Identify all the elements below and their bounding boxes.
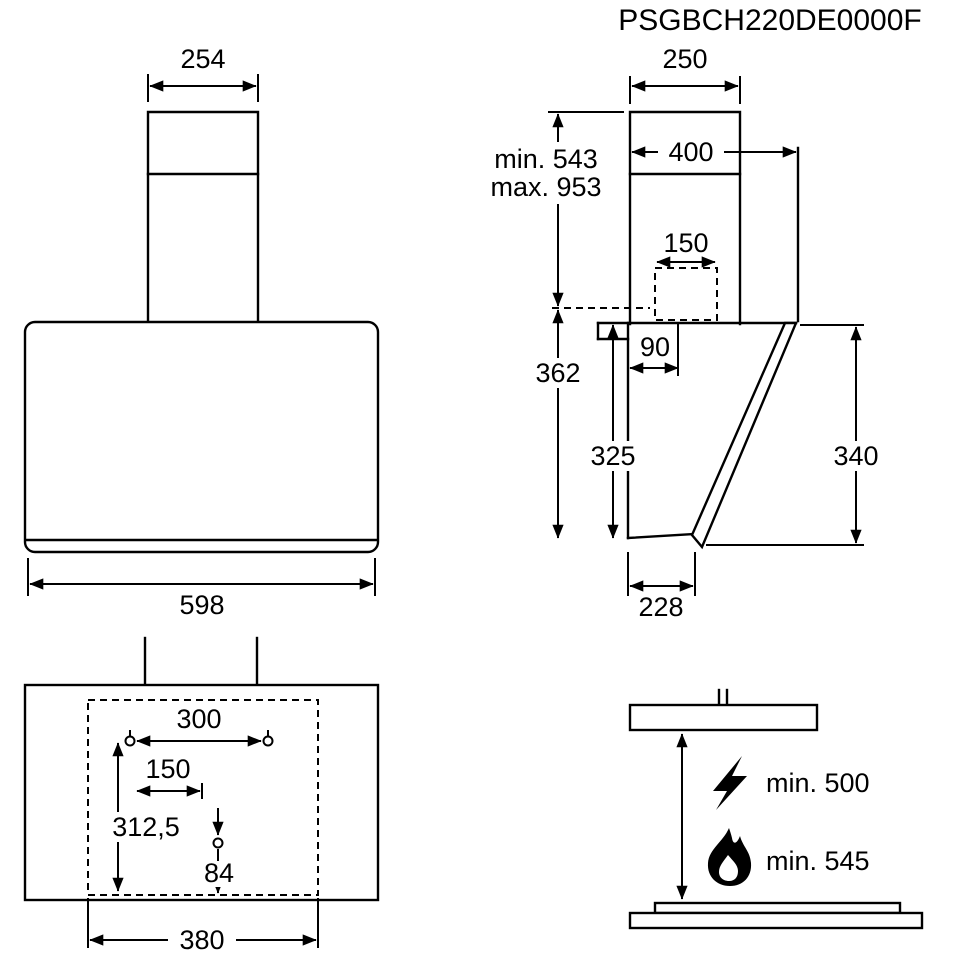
template-view: 300 150 312,5 84 380 bbox=[23, 636, 380, 955]
dim-vertical-spacing: 312,5 bbox=[106, 742, 186, 892]
dim-label-bottom-depth: 228 bbox=[638, 592, 683, 622]
dim-inner-height: 325 bbox=[577, 324, 649, 539]
hood-bottom-panel bbox=[628, 703, 819, 732]
glass-panel bbox=[690, 321, 798, 550]
dim-label-front-height: 340 bbox=[833, 441, 878, 471]
dim-rear-height: 362 bbox=[522, 309, 594, 539]
dim-label-duct-width: 150 bbox=[663, 228, 708, 258]
dim-label-height-max: max. 953 bbox=[490, 172, 601, 202]
dim-label-half-spacing: 150 bbox=[145, 754, 190, 784]
dim-label-rear-height: 362 bbox=[535, 358, 580, 388]
dim-chimney-depth: 250 bbox=[629, 44, 741, 104]
clearance-label-gas: min. 545 bbox=[766, 846, 870, 876]
lightning-bolt-icon bbox=[713, 756, 747, 810]
side-view: 250 400 min. 543 max. 953 150 90 362 bbox=[478, 44, 892, 622]
front-view: 254 598 bbox=[23, 44, 380, 620]
dim-chimney-width: 254 bbox=[147, 44, 259, 102]
dim-top-depth: 400 bbox=[631, 137, 797, 167]
dim-label-upper-holes-spacing: 300 bbox=[176, 704, 221, 734]
dim-template-width: 380 bbox=[87, 898, 319, 955]
dim-lower-hole-offset: 84 bbox=[203, 808, 235, 894]
dim-half-spacing: 150 bbox=[136, 754, 201, 797]
dim-label-lower-hole-offset: 84 bbox=[204, 858, 234, 888]
chimney-outline bbox=[146, 110, 260, 326]
cooktop-base bbox=[628, 911, 924, 930]
drill-template-outline bbox=[87, 699, 319, 896]
lower-hole-icon bbox=[212, 837, 224, 849]
dim-label-chimney-depth: 250 bbox=[662, 44, 707, 74]
dim-label-duct-offset: 90 bbox=[640, 332, 670, 362]
model-number: PSGBCH220DE0000F bbox=[618, 4, 922, 37]
label-background bbox=[577, 441, 649, 471]
label-background bbox=[478, 142, 614, 204]
keyhole-right-icon bbox=[262, 735, 274, 747]
dim-chimney-height-range: min. 543 max. 953 bbox=[478, 111, 624, 307]
keyhole-left-icon bbox=[124, 735, 136, 747]
dim-label-height-min: min. 543 bbox=[494, 144, 598, 174]
label-background bbox=[658, 137, 724, 165]
flame-icon-inner bbox=[719, 855, 738, 881]
dim-bottom-depth: 228 bbox=[627, 552, 696, 622]
dim-label-template-width: 380 bbox=[179, 925, 224, 955]
dim-front-height: 340 bbox=[706, 324, 892, 546]
dim-label-chimney-width: 254 bbox=[180, 44, 225, 74]
cooktop-surface bbox=[653, 901, 902, 915]
dim-upper-holes-spacing: 300 bbox=[136, 704, 262, 747]
hood-bottom-edge bbox=[626, 532, 696, 540]
label-background bbox=[522, 358, 594, 388]
dim-duct-width: 150 bbox=[656, 228, 716, 268]
clearance-label-electric: min. 500 bbox=[766, 768, 870, 798]
duct-outline bbox=[654, 267, 718, 321]
label-background bbox=[168, 925, 236, 955]
dim-label-inner-height: 325 bbox=[590, 441, 635, 471]
dim-label-top-depth: 400 bbox=[668, 137, 713, 167]
label-background bbox=[203, 861, 235, 887]
dim-label-body-width: 598 bbox=[179, 590, 224, 620]
hood-body bbox=[23, 320, 380, 554]
label-background bbox=[106, 812, 186, 842]
dim-label-vertical-spacing: 312,5 bbox=[112, 812, 180, 842]
clearance-view: min. 500 min. 545 bbox=[628, 688, 924, 930]
label-background bbox=[820, 441, 892, 471]
dim-duct-offset: 90 bbox=[629, 322, 679, 376]
dim-body-width: 598 bbox=[27, 558, 376, 620]
